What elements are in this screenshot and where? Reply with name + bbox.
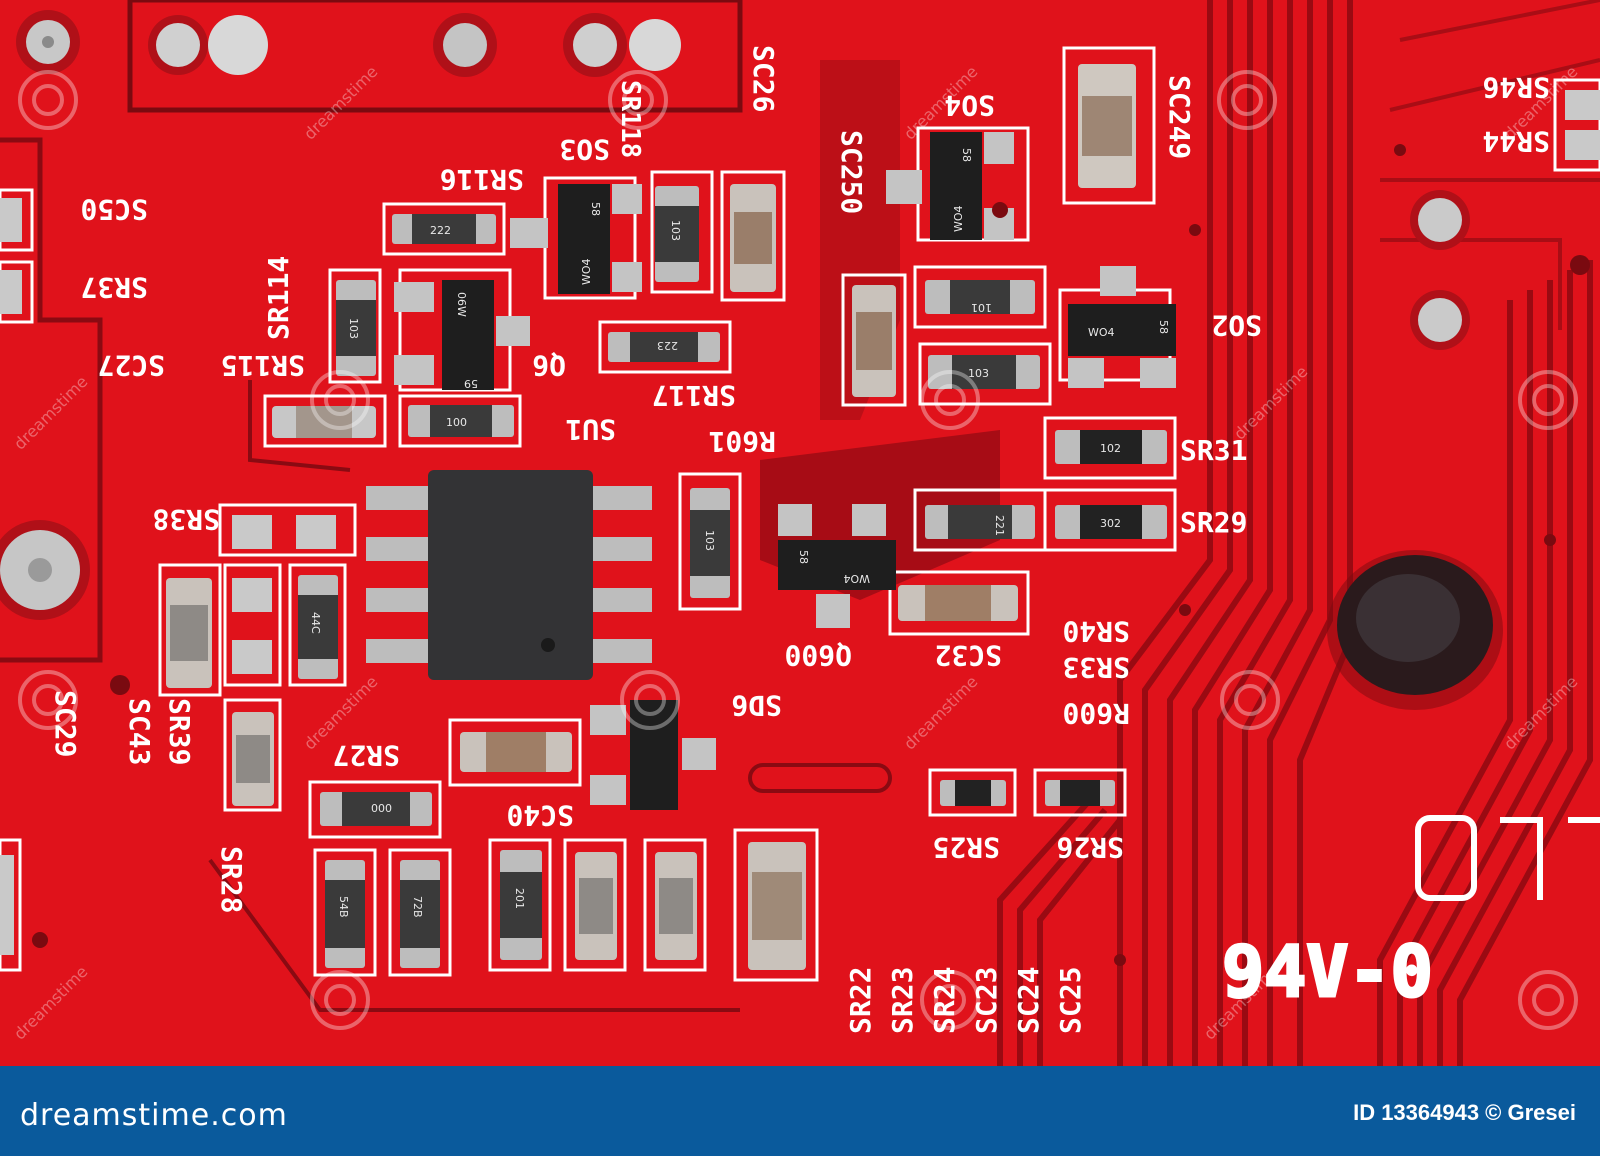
label-sr40: SR40 (1063, 615, 1130, 648)
label-sr24: SR24 (928, 967, 961, 1034)
stock-image-id: ID 13364943 © Gresei (1353, 1100, 1576, 1125)
label-sr118: SR118 (615, 80, 645, 158)
svg-text:58: 58 (589, 202, 602, 216)
ic-chip-su1 (366, 470, 652, 680)
svg-text:54B: 54B (337, 896, 350, 918)
svg-text:58: 58 (1157, 320, 1170, 334)
label-sr116: SR116 (440, 163, 524, 196)
label-r600: R600 (1063, 697, 1130, 730)
label-q600: Q600 (785, 639, 852, 672)
label-so2: SO2 (1211, 309, 1262, 342)
label-sr27: SR27 (333, 739, 400, 772)
svg-text:72B: 72B (411, 896, 424, 918)
label-r601: R601 (709, 425, 776, 458)
stock-brand-logo[interactable]: dreamstime.com (20, 1098, 288, 1133)
pcb-photo: SR116 SO3 SR118 SC26 SO4 SC249 SR46 SR44… (0, 0, 1600, 1066)
svg-text:103: 103 (703, 530, 716, 551)
label-sr117: SR117 (652, 379, 736, 412)
label-sc32: SC32 (935, 639, 1002, 672)
label-sr114: SR114 (262, 256, 295, 340)
svg-text:223: 223 (657, 339, 678, 352)
svg-text:101: 101 (971, 301, 992, 314)
svg-text:000: 000 (371, 801, 392, 814)
label-94v0: 94V-0 (1222, 931, 1433, 1013)
label-sr23: SR23 (886, 967, 919, 1034)
svg-text:WO4: WO4 (580, 258, 593, 285)
smd-components (0, 64, 1600, 970)
label-sr28: SR28 (215, 846, 248, 913)
svg-text:59: 59 (464, 377, 478, 390)
svg-text:222: 222 (430, 224, 451, 237)
through-holes (0, 10, 1470, 620)
svg-text:58: 58 (960, 148, 973, 162)
svg-text:100: 100 (446, 416, 467, 429)
svg-text:201: 201 (513, 888, 526, 909)
pcb-illustration: SR116 SO3 SR118 SC26 SO4 SC249 SR46 SR44… (0, 0, 1600, 1066)
svg-text:06W: 06W (455, 292, 468, 317)
large-silk-digits (1415, 815, 1600, 901)
svg-text:58: 58 (797, 550, 810, 564)
label-sc50: SC50 (81, 193, 148, 226)
label-sc249: SC249 (1163, 75, 1196, 159)
label-sr38: SR38 (153, 503, 220, 536)
label-sc24: SC24 (1012, 967, 1045, 1034)
label-sd6: SD6 (731, 689, 782, 722)
watermark-logos (18, 70, 1578, 1030)
label-sr33: SR33 (1063, 651, 1130, 684)
label-sr22: SR22 (844, 967, 877, 1034)
label-sc29: SC29 (49, 690, 82, 757)
label-sr31: SR31 (1180, 434, 1247, 467)
svg-text:WO4: WO4 (843, 572, 870, 585)
label-su1: SU1 (565, 413, 616, 446)
svg-text:103: 103 (669, 220, 682, 241)
svg-text:102: 102 (1100, 442, 1121, 455)
label-sr26: SR26 (1057, 831, 1124, 864)
label-q6: Q6 (532, 349, 566, 382)
label-sr37: SR37 (81, 271, 148, 304)
label-sr44: SR44 (1483, 125, 1550, 158)
svg-text:WO4: WO4 (1088, 326, 1115, 339)
silkscreen-labels: SR116 SO3 SR118 SC26 SO4 SC249 SR46 SR44… (49, 45, 1550, 1034)
svg-text:103: 103 (347, 318, 360, 339)
svg-text:221: 221 (993, 515, 1006, 536)
label-sc43: SC43 (123, 698, 156, 765)
label-sc23: SC23 (970, 967, 1003, 1034)
copper-traces (997, 0, 1593, 1066)
svg-text:44C: 44C (309, 612, 322, 634)
label-sc250: SC250 (835, 130, 868, 214)
svg-text:302: 302 (1100, 517, 1121, 530)
stock-footer-bar (0, 1066, 1600, 1156)
label-sr115: SR115 (221, 349, 305, 382)
label-sc25: SC25 (1054, 967, 1087, 1034)
component-markings: 222 WO4 58 103 WO4 58 101 103 103 59 06W… (309, 148, 1170, 918)
svg-text:103: 103 (968, 367, 989, 380)
label-so3: SO3 (559, 133, 610, 166)
label-sr46: SR46 (1483, 71, 1550, 104)
label-sr29: SR29 (1180, 506, 1247, 539)
label-so4: SO4 (944, 89, 995, 122)
component-outlines (0, 46, 1600, 982)
label-sc26: SC26 (747, 45, 780, 112)
vias (32, 144, 1590, 966)
label-sr39: SR39 (163, 698, 196, 765)
svg-text:WO4: WO4 (952, 205, 965, 232)
label-sr25: SR25 (933, 831, 1000, 864)
sot23-transistors (394, 132, 1176, 810)
label-sc27: SC27 (98, 349, 165, 382)
mounting-peg (1327, 550, 1503, 710)
label-sc40: SC40 (507, 799, 574, 832)
